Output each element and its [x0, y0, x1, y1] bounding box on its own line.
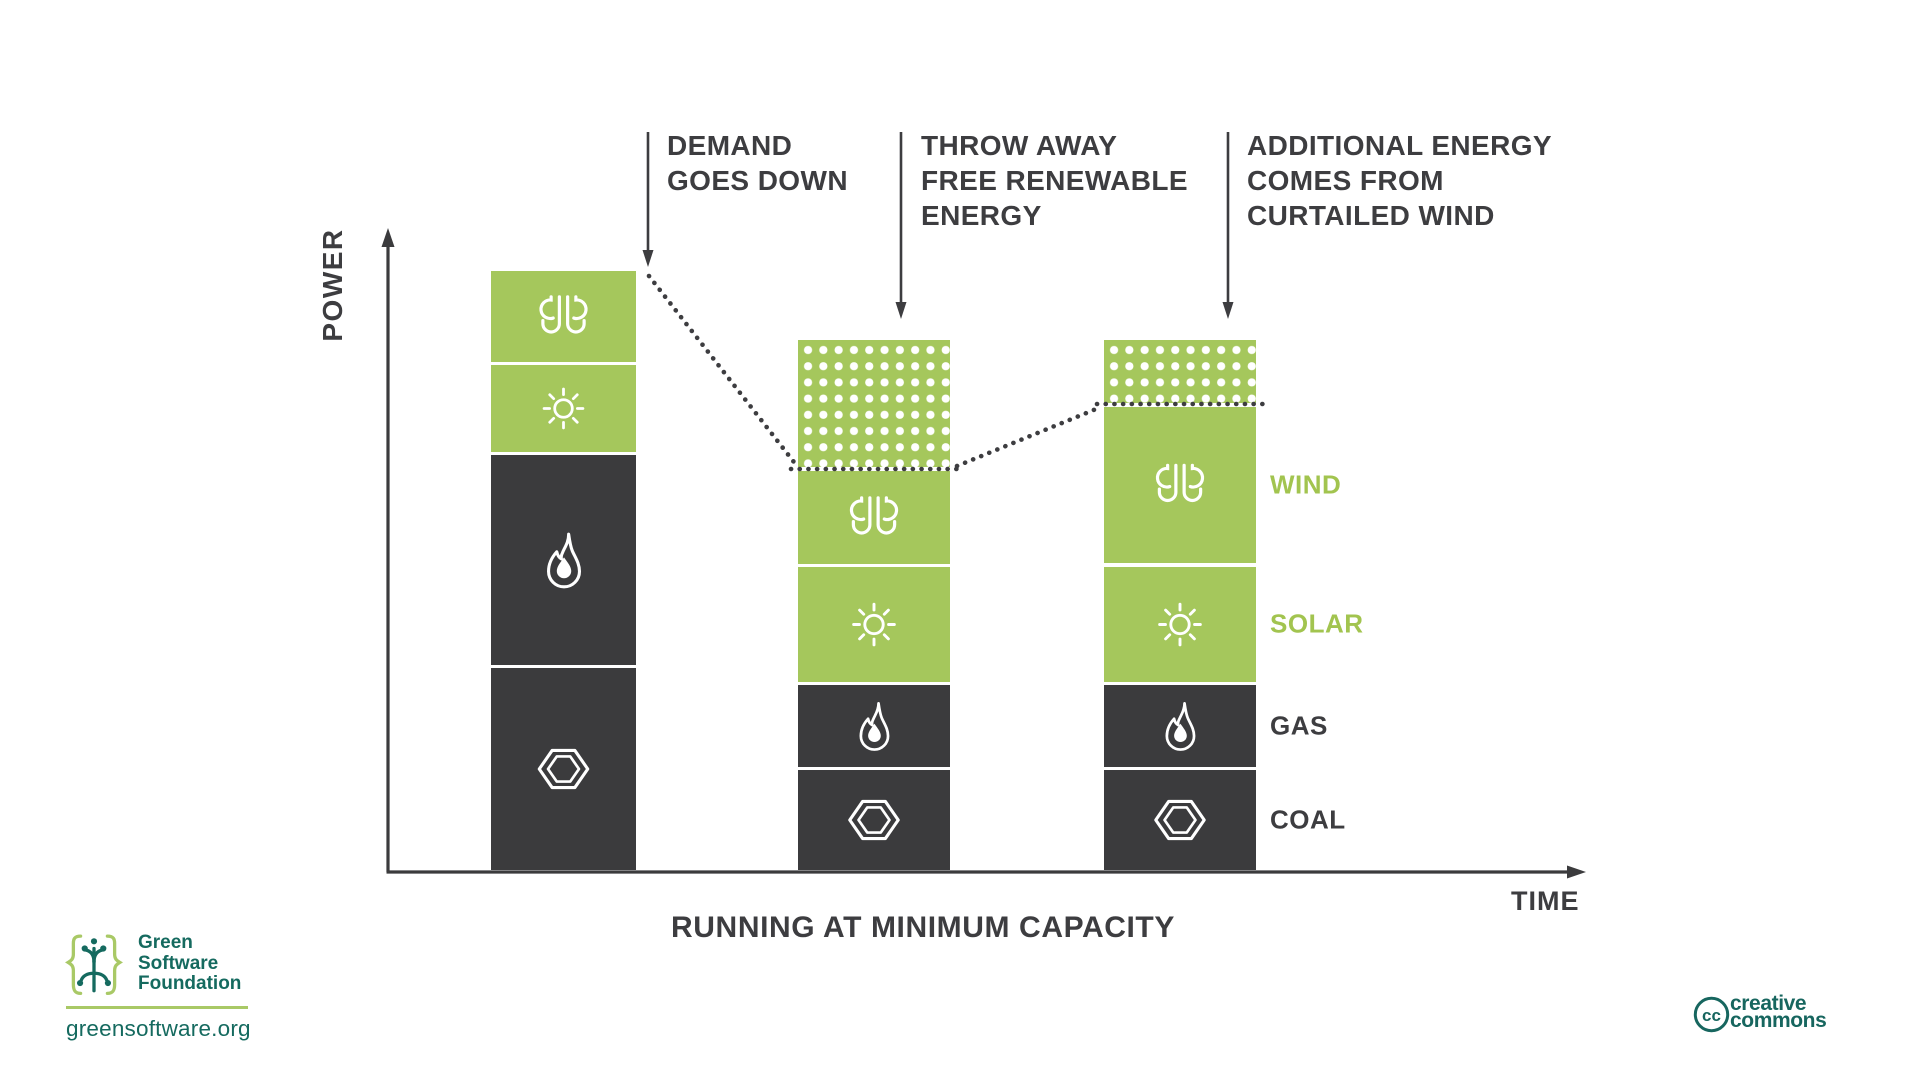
legend-coal: COAL	[1270, 804, 1346, 835]
annotation-line: CURTAILED WIND	[1247, 200, 1495, 231]
caption-running-minimum-capacity: RUNNING AT MINIMUM CAPACITY	[671, 911, 1175, 944]
y-axis-arrowhead	[381, 228, 395, 247]
time-3-solar-segment	[1104, 567, 1256, 682]
creative-commons-logo: cc creative commons	[1693, 993, 1827, 1038]
time-1-coal-segment	[491, 668, 636, 870]
bar-time-1	[491, 271, 636, 870]
hexagon-icon	[848, 799, 900, 841]
flame-icon	[1165, 701, 1196, 751]
annotation-line: THROW AWAY	[921, 130, 1118, 161]
annotation-arrowhead-3	[1222, 302, 1234, 319]
solar-icon	[542, 387, 585, 430]
annotation-arrowhead-2	[895, 302, 907, 319]
bar-time-3	[1104, 340, 1256, 870]
solar-icon	[1158, 602, 1202, 647]
flame-icon	[859, 701, 890, 751]
gsf-seedling-dots	[76, 938, 112, 987]
time-axis-label: TIME	[1511, 886, 1580, 916]
gsf-seedling	[79, 946, 109, 993]
time-3-coal-segment	[1104, 770, 1256, 870]
solar-icon	[852, 602, 896, 647]
bar-time-2	[798, 340, 950, 870]
gsf-divider	[66, 1006, 248, 1009]
time-2-wind-segment	[798, 471, 950, 564]
time-2-curtailed-wind-segment	[798, 340, 950, 467]
annotation-throw-away: THROW AWAY FREE RENEWABLE ENERGY	[921, 128, 1188, 233]
wind-icon	[539, 295, 588, 334]
gsf-wordmark: Green Software Foundation	[138, 932, 242, 995]
annotation-arrowhead-1	[642, 250, 654, 267]
time-3-curtailed-wind-segment	[1104, 340, 1256, 403]
time-3-wind-segment	[1104, 407, 1256, 563]
gsf-wordmark-line: Software	[138, 952, 219, 974]
time-2-coal-segment	[798, 770, 950, 870]
legend-wind: WIND	[1270, 469, 1342, 500]
demand-drop-line	[646, 273, 800, 469]
gsf-right-brace	[105, 934, 123, 996]
wind-icon	[1155, 463, 1205, 502]
power-axis-label: POWER	[317, 228, 348, 342]
gsf-website-url: greensoftware.org	[66, 1016, 251, 1041]
x-axis-arrowhead	[1567, 865, 1586, 879]
cc-wordmark: creative commons	[1730, 992, 1827, 1032]
cc-symbol: cc	[1702, 1006, 1721, 1025]
annotation-line: DEMAND	[667, 130, 793, 161]
gsf-wordmark-line: Green	[138, 932, 193, 953]
time-1-wind-segment	[491, 271, 636, 362]
wind-icon	[849, 496, 899, 535]
hexagon-icon	[537, 748, 590, 790]
time-2-solar-segment	[798, 567, 950, 682]
hexagon-icon	[1154, 799, 1206, 841]
annotation-line: GOES DOWN	[667, 165, 848, 196]
annotation-curtailed-wind: ADDITIONAL ENERGY COMES FROM CURTAILED W…	[1247, 128, 1552, 233]
legend-gas: GAS	[1270, 710, 1328, 741]
annotation-demand: DEMAND GOES DOWN	[667, 128, 848, 198]
legend-solar: SOLAR	[1270, 608, 1364, 639]
cc-wordmark-line: commons	[1730, 1009, 1827, 1032]
annotation-line: ENERGY	[921, 200, 1042, 231]
gsf-tree-icon	[65, 934, 123, 996]
gsf-left-brace	[65, 934, 83, 996]
flame-icon	[547, 532, 582, 589]
annotation-line: ADDITIONAL ENERGY	[1247, 130, 1552, 161]
annotation-line: FREE RENEWABLE	[921, 165, 1188, 196]
annotation-line: COMES FROM	[1247, 165, 1444, 196]
demand-rise-line	[954, 404, 1104, 469]
cc-wordmark-line: creative	[1730, 992, 1807, 1015]
gsf-wordmark-line: Foundation	[138, 973, 242, 994]
cc-circle-icon: cc	[1693, 996, 1730, 1033]
time-1-solar-segment	[491, 365, 636, 452]
